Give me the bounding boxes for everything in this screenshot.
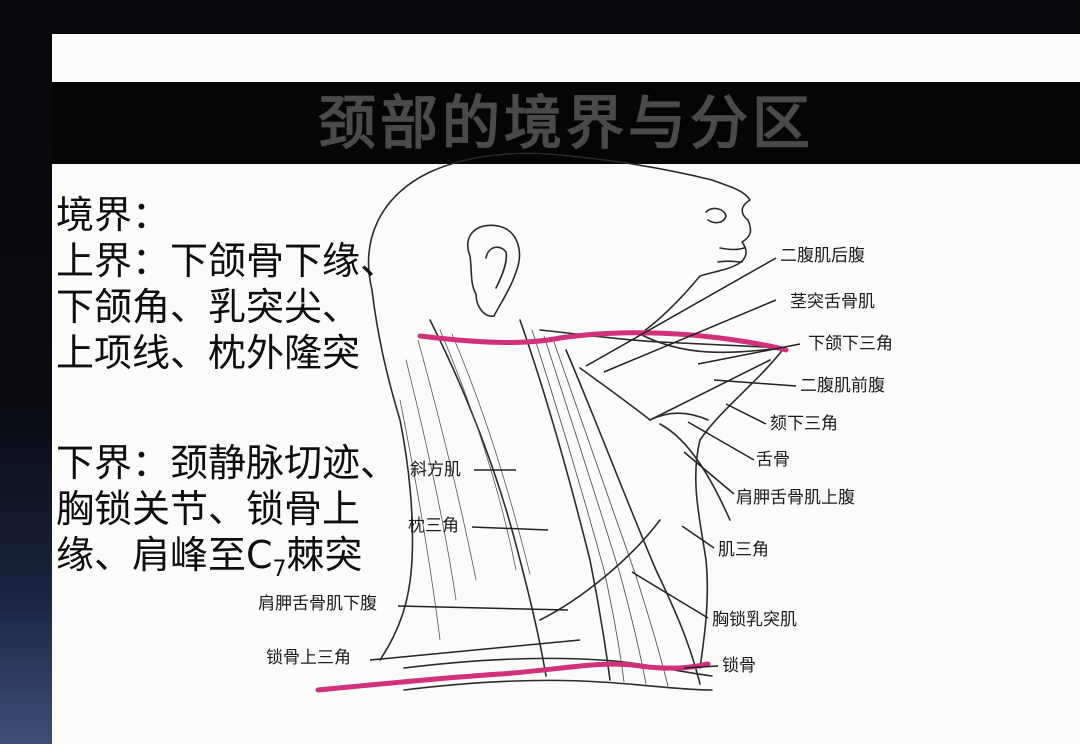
label-omohyoid-superior: 肩胛舌骨肌上腹 [736, 488, 855, 508]
hyoid-bone [649, 412, 709, 421]
ear-inner [485, 246, 508, 289]
lower-boundary-line [315, 661, 711, 693]
lower-boundary-line-3-tail: 棘突 [286, 533, 363, 577]
upper-boundary-line-1: 上界：下颌骨下缘、 [56, 239, 399, 283]
trapezius-edge [429, 319, 547, 677]
sternocleidomastoid-back [519, 319, 611, 681]
upper-boundary-line-2: 下颌角、乳突尖、 [56, 285, 361, 329]
label-stylohyoid: 茎突舌骨肌 [790, 292, 875, 312]
label-omohyoid-inferior: 肩胛舌骨肌下腹 [258, 594, 377, 614]
clavicle-lower [403, 679, 713, 691]
lower-boundary-line-3-text: 缘、肩峰至C [56, 533, 273, 577]
leader-omohyoid-inferior [397, 605, 569, 611]
label-hyoid: 舌骨 [756, 450, 790, 470]
lower-boundary-line-1: 下界：颈静脉切迹、 [56, 441, 399, 485]
slide-title: 颈部的境界与分区 [317, 89, 814, 157]
leader-muscular-triangle [681, 525, 715, 549]
label-sternocleidomastoid: 胸锁乳突肌 [712, 610, 797, 630]
front-of-neck [639, 333, 785, 669]
leader-stylohyoid [603, 299, 777, 373]
boundary-text-upper: 境界： 上界：下颌骨下缘、 下颌角、乳突尖、 上项线、枕外隆突 [56, 192, 416, 376]
label-submandibular-triangle: 下颌下三角 [808, 334, 893, 354]
leader-clavicle [683, 665, 719, 669]
label-digastric-anterior: 二腹肌前腹 [800, 376, 885, 396]
label-muscular-triangle: 肌三角 [718, 540, 769, 560]
digastric-posterior-belly [579, 367, 651, 421]
sternocleidomastoid-front [565, 349, 701, 685]
leader-occipital-triangle [471, 526, 549, 531]
omohyoid-superior-belly [659, 423, 731, 521]
face-profile [639, 179, 752, 335]
leader-digastric-anterior [713, 379, 797, 387]
leader-submental [725, 403, 767, 425]
label-supraclavicular-triangle: 锁骨上三角 [266, 648, 351, 668]
lip-line [719, 247, 745, 251]
label-digastric-posterior: 二腹肌后腹 [780, 246, 865, 266]
leader-supraclavicular [369, 639, 581, 661]
lip-line-2 [717, 260, 743, 263]
lower-boundary-line-3: 缘、肩峰至C7棘突 [56, 532, 416, 593]
nostril [705, 207, 727, 224]
digastric-anterior-belly [649, 359, 771, 421]
c7-subscript: 7 [272, 557, 287, 582]
leader-submandibular [697, 343, 801, 365]
label-trapezius: 斜方肌 [410, 460, 461, 480]
leader-sternocleidomastoid [631, 571, 709, 619]
leader-omohyoid-superior [683, 451, 735, 495]
omohyoid-inferior-belly [539, 519, 661, 621]
label-submental-triangle: 颏下三角 [770, 414, 838, 434]
back-of-neck [371, 289, 414, 661]
lower-boundary-line-2: 胸锁关节、锁骨上 [56, 487, 361, 531]
title-band [52, 82, 1080, 164]
label-occipital-triangle: 枕三角 [408, 516, 459, 536]
leader-hyoid [687, 421, 755, 461]
upper-boundary-line [417, 330, 789, 353]
head-outline [367, 152, 713, 291]
label-clavicle: 锁骨 [722, 656, 756, 676]
boundary-heading: 境界： [56, 193, 171, 237]
ear-outline [467, 224, 521, 317]
leader-digastric-posterior [585, 257, 777, 367]
boundary-text-lower: 下界：颈静脉切迹、 胸锁关节、锁骨上 缘、肩峰至C7棘突 [56, 440, 416, 593]
upper-boundary-line-3: 上项线、枕外隆突 [56, 331, 361, 375]
